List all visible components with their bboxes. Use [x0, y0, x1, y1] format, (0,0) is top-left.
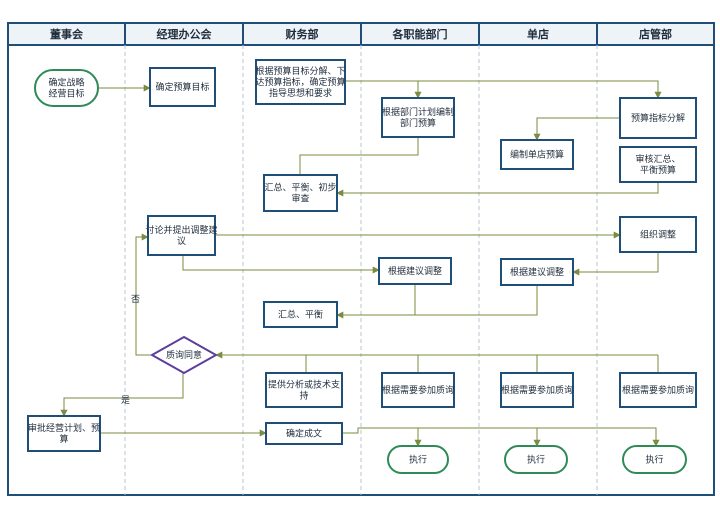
edge-n3-n5 [345, 80, 662, 99]
node-label: 达预算指标，确定预算 [255, 76, 345, 88]
node-label: 部门预算 [400, 117, 436, 129]
terminal-shape [504, 445, 568, 474]
lane-title-2: 财务部 [285, 27, 319, 41]
node-n6: 编制单店预算 [500, 139, 574, 170]
node-label: 执行 [409, 454, 427, 466]
process-box [149, 67, 216, 107]
decision-diamond [149, 335, 219, 375]
node-label: 根据部门计划编制 [382, 106, 454, 118]
edge-n11-n13 [336, 284, 416, 319]
lane-title-3: 各职能部门 [392, 27, 448, 41]
edge-n10-n12 [572, 252, 659, 276]
edge-n5-n6 [533, 117, 620, 141]
process-box [619, 372, 697, 408]
node-n5: 预算指标分解 [619, 97, 697, 139]
process-box [378, 257, 452, 285]
node-label: 平衡预算 [640, 164, 676, 176]
process-box [27, 415, 101, 452]
terminal-shape [34, 69, 99, 107]
node-n2: 确定预算目标 [149, 67, 216, 107]
node-n16: 根据需要参加质询 [381, 372, 455, 408]
node-label: 审核汇总、 [635, 153, 680, 165]
edge-n20-n23 [342, 427, 660, 447]
process-box [619, 146, 697, 183]
node-label: 指导思想和要求 [269, 87, 332, 99]
node-label: 汇总、平衡、初步 [264, 182, 336, 194]
edge-n9-n11 [182, 255, 380, 274]
node-label: 审查 [291, 193, 309, 205]
process-box [263, 174, 338, 212]
node-n11: 根据建议调整 [378, 257, 452, 285]
terminal-shape [387, 445, 449, 474]
process-box [381, 97, 455, 138]
node-label: 根据建议调整 [388, 265, 442, 277]
edge-n12-n13 [415, 285, 538, 316]
node-label: 执行 [527, 454, 545, 466]
process-box [619, 216, 697, 253]
process-box [263, 301, 338, 328]
node-n20: 确定成文 [265, 422, 343, 445]
edge-label-no: 否 [131, 294, 140, 305]
node-label: 根据需要参加质询 [501, 384, 573, 396]
lane-title-5: 店管部 [639, 27, 672, 41]
node-n22: 执行 [504, 445, 568, 474]
edge-n14-n19-yes [60, 373, 184, 417]
process-box [500, 139, 574, 170]
process-box [265, 372, 343, 408]
node-n18: 根据需要参加质询 [619, 372, 697, 408]
node-label: 根据建议调整 [510, 266, 564, 278]
node-n21: 执行 [387, 445, 449, 474]
node-label: 讨论并提出调整建 [145, 224, 217, 236]
node-n19: 审批经营计划、预算 [27, 415, 101, 452]
node-label: 执行 [645, 454, 663, 466]
node-n14: 质询同意 [149, 335, 219, 375]
node-n12: 根据建议调整 [500, 258, 574, 286]
process-box [500, 258, 574, 286]
node-label: 确定预算目标 [155, 81, 209, 93]
node-label: 质询同意 [166, 349, 202, 361]
node-n13: 汇总、平衡 [263, 301, 338, 328]
node-label: 预算指标分解 [631, 112, 685, 124]
node-n23: 执行 [622, 445, 687, 474]
edge-label-yes: 是 [121, 395, 130, 406]
lane-title-4: 单店 [527, 27, 549, 41]
process-box [265, 422, 343, 445]
node-label: 提供分析或技术支 [268, 379, 340, 391]
node-label: 算 [59, 433, 68, 445]
node-label: 持 [299, 390, 308, 402]
lane-title-1: 经理办公会 [157, 27, 213, 41]
edge-n4-n8 [296, 137, 419, 184]
process-box [500, 372, 574, 408]
node-label: 审批经营计划、预 [28, 422, 100, 434]
lane-title-0: 董事会 [50, 27, 84, 41]
node-label: 组织调整 [640, 229, 676, 241]
process-box [147, 215, 216, 256]
process-box [619, 97, 697, 139]
node-label: 确定战略 [48, 77, 84, 89]
node-n7: 审核汇总、平衡预算 [619, 146, 697, 183]
node-label: 根据需要参加质询 [622, 384, 694, 396]
node-n17: 根据需要参加质询 [500, 372, 574, 408]
node-label: 编制单店预算 [510, 149, 564, 161]
process-box [255, 59, 346, 105]
node-label: 根据预算目标分解、下 [255, 65, 345, 77]
edge-n14-n9-no [135, 233, 152, 356]
node-label: 汇总、平衡 [278, 309, 323, 321]
node-label: 确定成文 [286, 428, 322, 440]
edge-n7-n8 [336, 182, 659, 197]
node-n10: 组织调整 [619, 216, 697, 253]
node-label: 根据需要参加质询 [382, 384, 454, 396]
terminal-shape [622, 445, 687, 474]
node-label: 经营目标 [48, 88, 84, 100]
node-label: 议 [177, 236, 186, 247]
process-box [381, 372, 455, 408]
